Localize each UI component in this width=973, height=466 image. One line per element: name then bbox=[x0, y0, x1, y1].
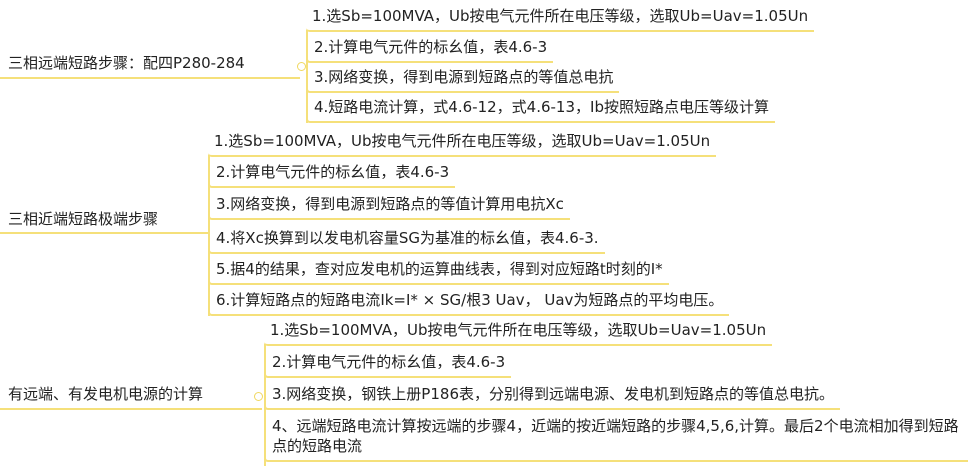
subtopic[interactable]: 3.网络变换，钢铁上册P186表，分别得到远端电源、发电机到短路点的等值总电抗。 bbox=[264, 384, 840, 410]
topic-near-end-short-circuit[interactable]: 三相近端短路极端步骤 bbox=[8, 210, 159, 228]
collapse-toggle[interactable] bbox=[297, 62, 306, 71]
subtopic[interactable]: 1.选Sb=100MVA，Ub按电气元件所在电压等级，选取Ub=Uav=1.05… bbox=[208, 131, 717, 157]
subtopic[interactable]: 4.将Xc换算到以发电机容量SG为基准的标幺值，表4.6-3. bbox=[208, 228, 605, 254]
collapse-toggle[interactable] bbox=[254, 392, 263, 401]
subtopic[interactable]: 3.网络变换，得到电源到短路点的等值计算用电抗Xc bbox=[208, 194, 570, 220]
subtopic[interactable]: 2.计算电气元件的标幺值，表4.6-3 bbox=[264, 352, 512, 378]
topic-far-end-short-circuit[interactable]: 三相远端短路步骤：配四P280-284 bbox=[8, 54, 245, 72]
subtopic[interactable]: 5.据4的结果，查对应发电机的运算曲线表，得到对应短路t时刻的I* bbox=[208, 259, 669, 285]
subtopic[interactable]: 4.短路电流计算，式4.6-12，式4.6-13，Ib按照短路点电压等级计算 bbox=[306, 97, 775, 123]
subtopic[interactable]: 2.计算电气元件的标幺值，表4.6-3 bbox=[208, 162, 456, 188]
root-connector-line bbox=[0, 232, 208, 234]
subtopic[interactable]: 4、远端短路电流计算按远端的步骤4，近端的按近端短路的步骤4,5,6,计算。最后… bbox=[264, 416, 968, 462]
subtopic[interactable]: 1.选Sb=100MVA，Ub按电气元件所在电压等级，选取Ub=Uav=1.05… bbox=[264, 320, 773, 346]
root-connector-line bbox=[0, 77, 300, 79]
root-connector-line bbox=[0, 408, 262, 410]
topic-mixed-source-calculation[interactable]: 有远端、有发电机电源的计算 bbox=[8, 385, 204, 403]
subtopic[interactable]: 2.计算电气元件的标幺值，表4.6-3 bbox=[306, 37, 554, 63]
subtopic[interactable]: 6.计算短路点的短路电流Ik=I* × SG/根3 Uav， Uav为短路点的平… bbox=[208, 290, 730, 316]
subtopic[interactable]: 1.选Sb=100MVA，Ub按电气元件所在电压等级，选取Ub=Uav=1.05… bbox=[306, 6, 815, 32]
subtopic[interactable]: 3.网络变换，得到电源到短路点的等值总电抗 bbox=[306, 67, 620, 93]
